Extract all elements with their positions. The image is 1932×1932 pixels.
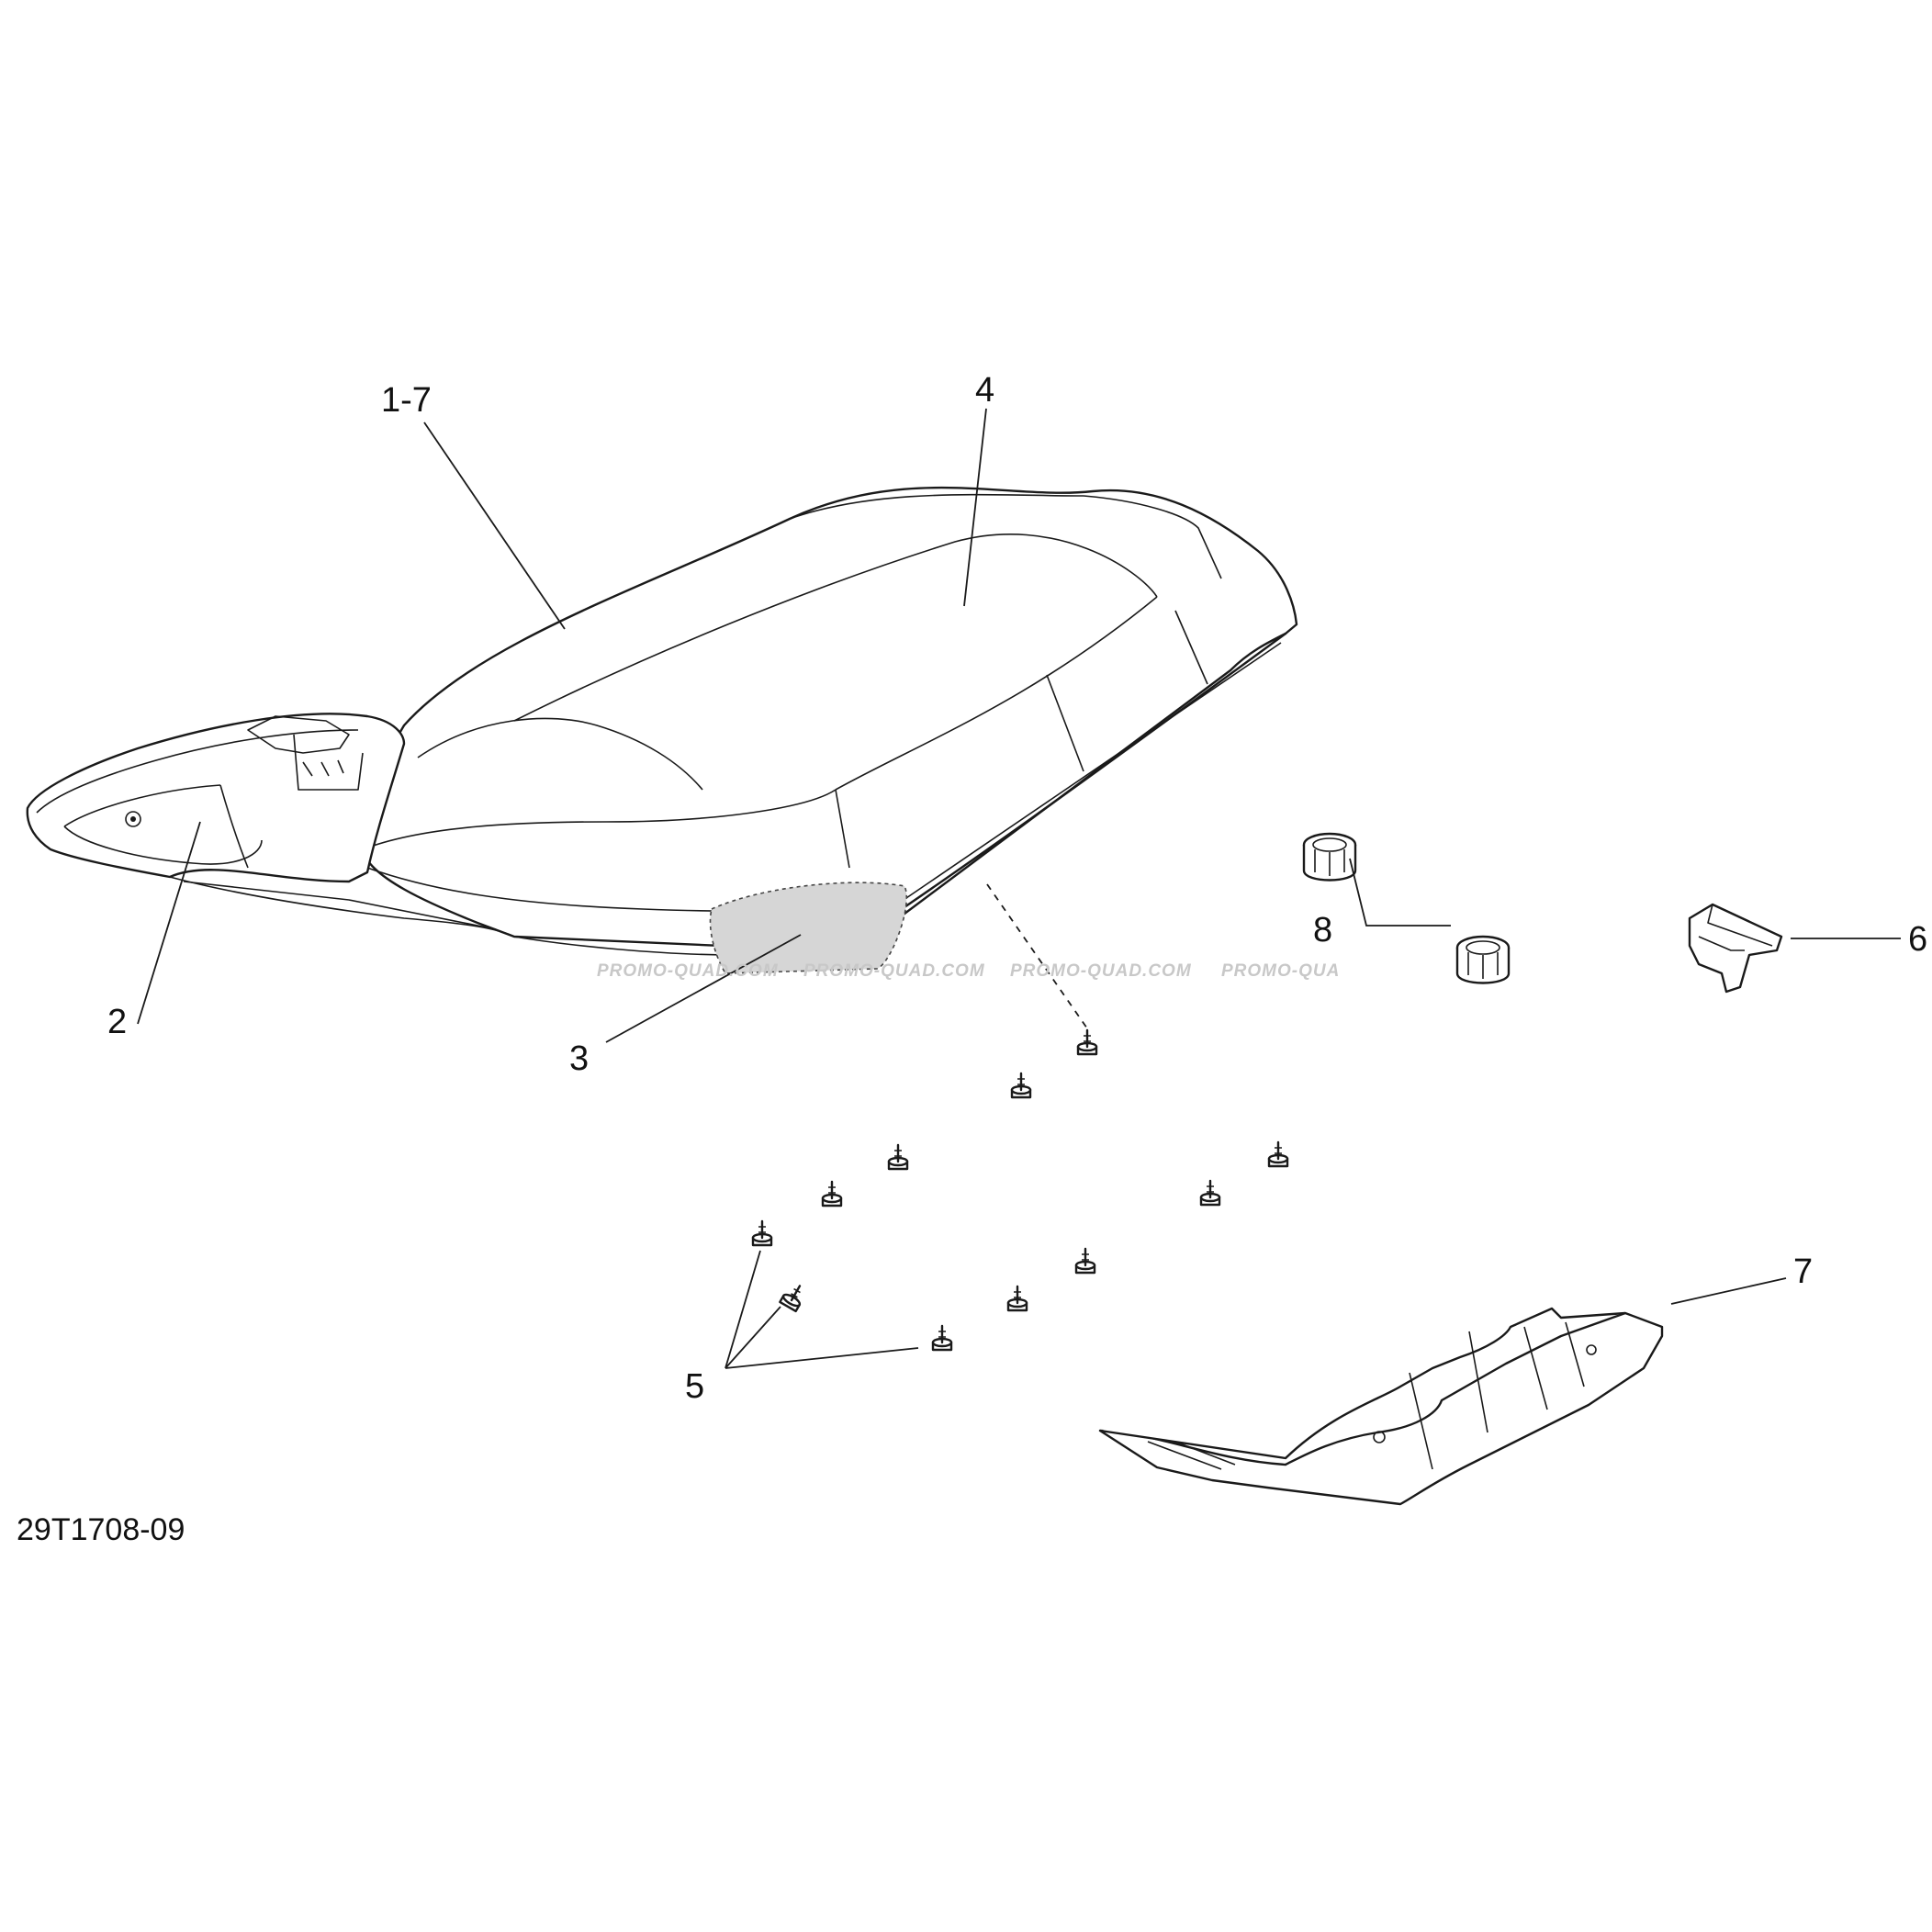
callout-6: 6: [1908, 920, 1927, 959]
plug-lower: [1455, 935, 1511, 984]
rivet: [779, 1285, 802, 1313]
watermark-text: PROMO-QUAD.COM: [597, 961, 779, 981]
watermark-text: PROMO-QUA: [1221, 961, 1340, 981]
rivet: [1010, 1072, 1032, 1099]
plug-upper: [1302, 832, 1357, 882]
leader-lines: [137, 408, 1901, 1369]
rivet: [1074, 1247, 1096, 1275]
watermark-text: PROMO-QUAD.COM: [803, 961, 985, 981]
rivet: [751, 1219, 773, 1247]
rivet: [1199, 1179, 1221, 1207]
rivet: [1076, 1028, 1098, 1056]
rivet: [1006, 1285, 1028, 1312]
callout-3: 3: [569, 1039, 589, 1078]
rivet: [887, 1143, 909, 1171]
callout-4: 4: [975, 371, 994, 410]
drawing-code: 29T1708-09: [17, 1512, 185, 1547]
callout-8: 8: [1313, 911, 1332, 949]
watermark-strip: PROMO-QUAD.COM PROMO-QUAD.COM PROMO-QUAD…: [597, 961, 1340, 981]
clip-part: [1688, 903, 1783, 994]
callout-5: 5: [685, 1367, 704, 1406]
callouts: 1-7 4 2 3 8 6 5 7: [107, 371, 1927, 1406]
callout-1-7: 1-7: [381, 381, 432, 420]
callout-7: 7: [1793, 1252, 1813, 1291]
rivet: [931, 1324, 953, 1352]
bottom-panel: [1098, 1307, 1664, 1506]
watermark-text: PROMO-QUAD.COM: [1010, 961, 1192, 981]
rivet-group: [751, 1028, 1289, 1352]
seat-assembly: [26, 486, 1298, 974]
callout-2: 2: [107, 1003, 127, 1041]
rivet: [821, 1180, 843, 1208]
rivet: [1267, 1140, 1289, 1168]
